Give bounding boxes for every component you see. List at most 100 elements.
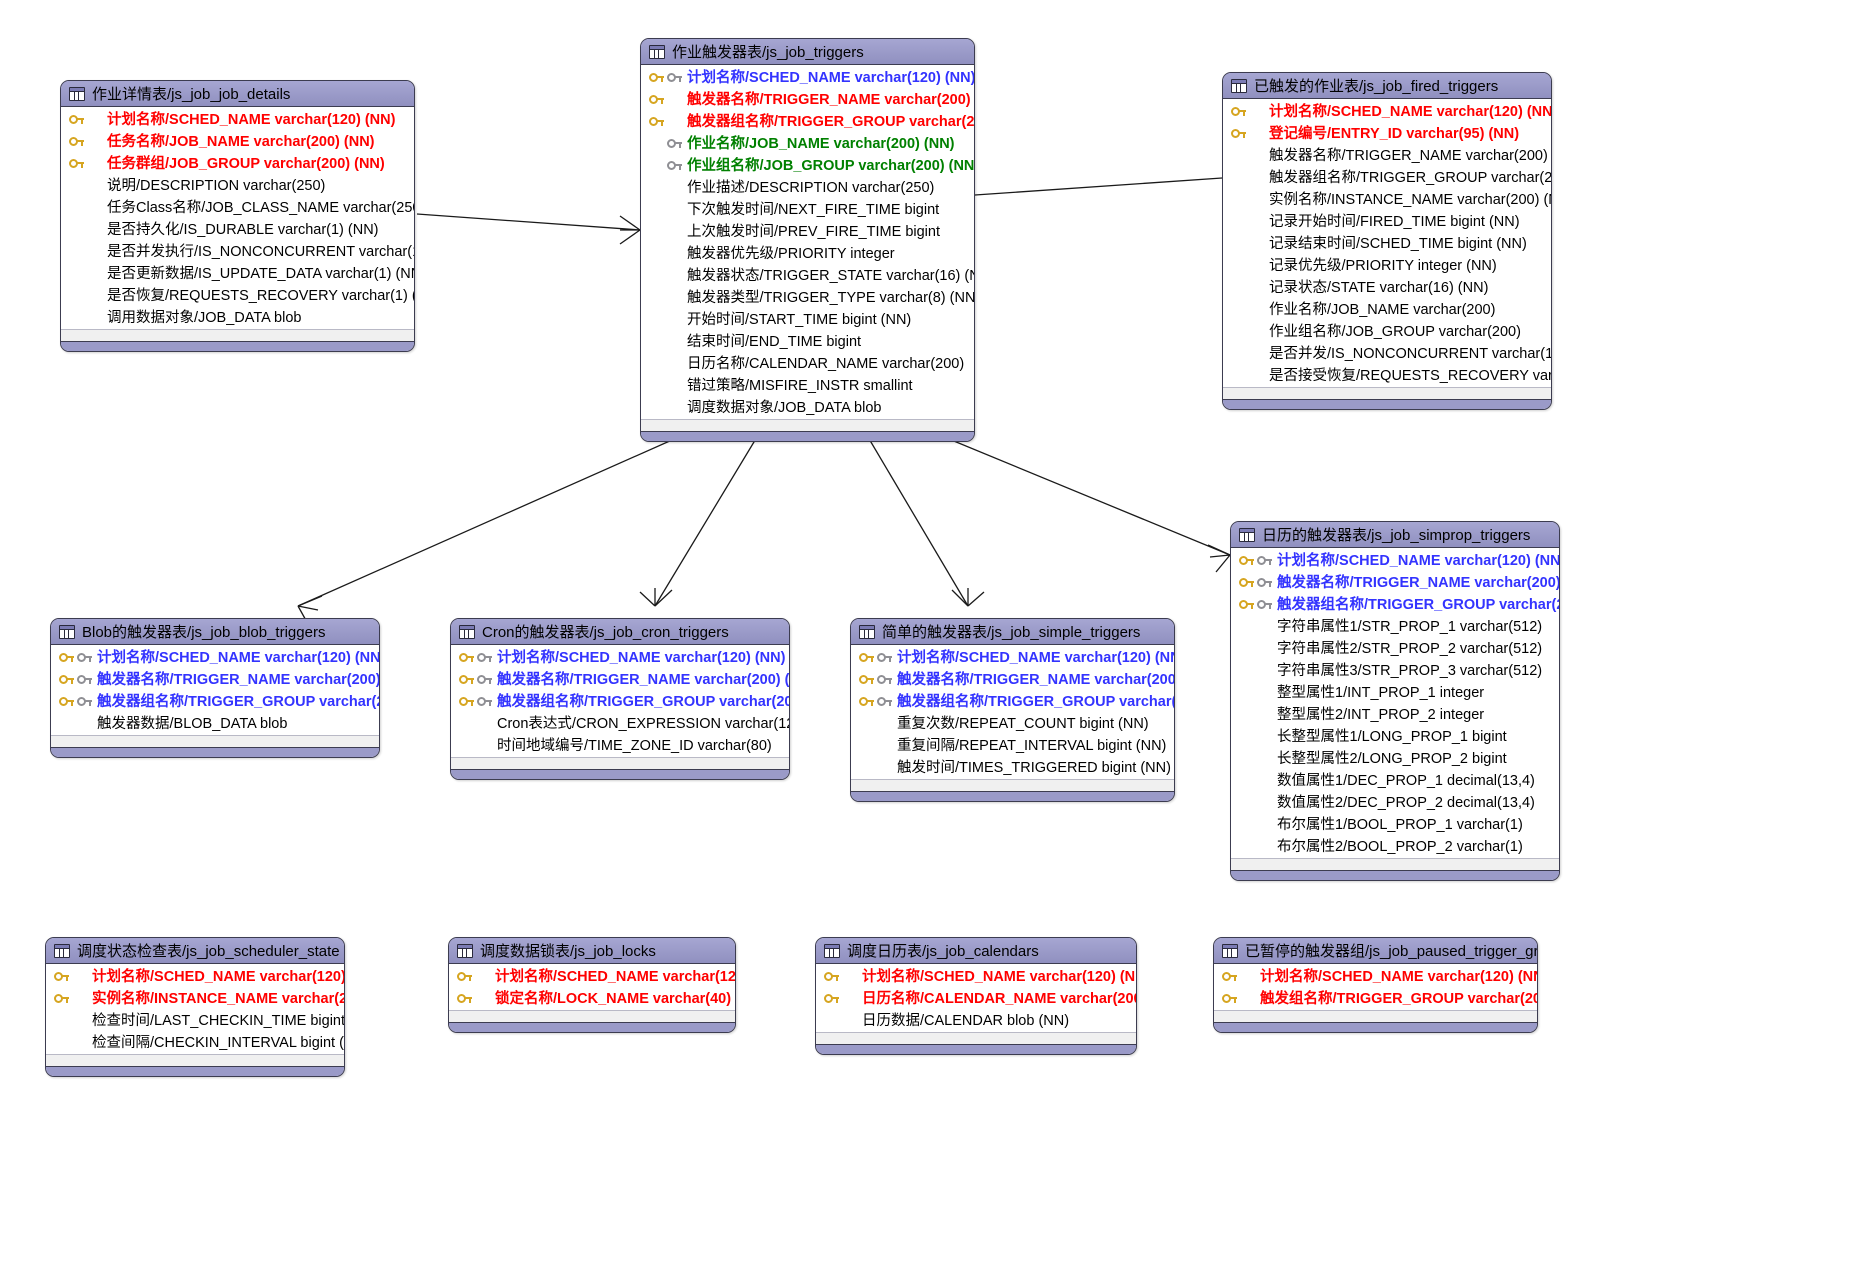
entity-header-locks[interactable]: 调度数据锁表/js_job_locks — [449, 938, 735, 964]
field-row[interactable]: 记录优先级/PRIORITY integer (NN) — [1223, 255, 1551, 277]
field-row[interactable]: 检查间隔/CHECKIN_INTERVAL bigint (NN) — [46, 1032, 344, 1054]
field-row[interactable]: 触发器状态/TRIGGER_STATE varchar(16) (NN) — [641, 265, 974, 287]
field-row[interactable]: 字符串属性1/STR_PROP_1 varchar(512) — [1231, 616, 1559, 638]
field-row[interactable]: 重复间隔/REPEAT_INTERVAL bigint (NN) — [851, 735, 1174, 757]
field-row[interactable]: 触发器组名称/TRIGGER_GROUP varchar(200) (NN) — [1223, 167, 1551, 189]
field-row[interactable]: 作业名称/JOB_NAME varchar(200) — [1223, 299, 1551, 321]
field-row[interactable]: 数值属性2/DEC_PROP_2 decimal(13,4) — [1231, 792, 1559, 814]
field-row[interactable]: 数值属性1/DEC_PROP_1 decimal(13,4) — [1231, 770, 1559, 792]
field-row[interactable]: 登记编号/ENTRY_ID varchar(95) (NN) — [1223, 123, 1551, 145]
field-row[interactable]: 日历数据/CALENDAR blob (NN) — [816, 1010, 1136, 1032]
field-row[interactable]: 计划名称/SCHED_NAME varchar(120) (NN) — [641, 67, 974, 89]
field-row[interactable]: 是否接受恢复/REQUESTS_RECOVERY varchar(1) — [1223, 365, 1551, 387]
field-row[interactable]: 实例名称/INSTANCE_NAME varchar(200) (NN) — [46, 988, 344, 1010]
field-row[interactable]: 上次触发时间/PREV_FIRE_TIME bigint — [641, 221, 974, 243]
field-row[interactable]: 字符串属性2/STR_PROP_2 varchar(512) — [1231, 638, 1559, 660]
field-row[interactable]: 触发器组名称/TRIGGER_GROUP varchar(200) (NN) — [641, 111, 974, 133]
field-row[interactable]: 字符串属性3/STR_PROP_3 varchar(512) — [1231, 660, 1559, 682]
field-row[interactable]: 任务群组/JOB_GROUP varchar(200) (NN) — [61, 153, 414, 175]
field-row[interactable]: 触发器名称/TRIGGER_NAME varchar(200) (NN) — [451, 669, 789, 691]
field-row[interactable]: 触发器名称/TRIGGER_NAME varchar(200) (NN) — [1231, 572, 1559, 594]
field-row[interactable]: 实例名称/INSTANCE_NAME varchar(200) (NN) — [1223, 189, 1551, 211]
field-row[interactable]: 说明/DESCRIPTION varchar(250) — [61, 175, 414, 197]
field-row[interactable]: 是否并发/IS_NONCONCURRENT varchar(1) — [1223, 343, 1551, 365]
field-row[interactable]: 记录结束时间/SCHED_TIME bigint (NN) — [1223, 233, 1551, 255]
field-row[interactable]: 作业组名称/JOB_GROUP varchar(200) — [1223, 321, 1551, 343]
field-row[interactable]: 触发器数据/BLOB_DATA blob — [51, 713, 379, 735]
field-row[interactable]: 记录开始时间/FIRED_TIME bigint (NN) — [1223, 211, 1551, 233]
field-row[interactable]: 布尔属性1/BOOL_PROP_1 varchar(1) — [1231, 814, 1559, 836]
field-row[interactable]: 是否恢复/REQUESTS_RECOVERY varchar(1) (NN) — [61, 285, 414, 307]
field-row[interactable]: 布尔属性2/BOOL_PROP_2 varchar(1) — [1231, 836, 1559, 858]
entity-header-job_details[interactable]: 作业详情表/js_job_job_details — [61, 81, 414, 107]
field-row[interactable]: 作业描述/DESCRIPTION varchar(250) — [641, 177, 974, 199]
field-row[interactable]: 触发器组名称/TRIGGER_GROUP varchar(200) (NN) — [451, 691, 789, 713]
field-row[interactable]: 记录状态/STATE varchar(16) (NN) — [1223, 277, 1551, 299]
entity-header-blob_triggers[interactable]: Blob的触发器表/js_job_blob_triggers — [51, 619, 379, 645]
field-row[interactable]: 触发器名称/TRIGGER_NAME varchar(200) (NN) — [641, 89, 974, 111]
field-row[interactable]: 下次触发时间/NEXT_FIRE_TIME bigint — [641, 199, 974, 221]
field-row[interactable]: 计划名称/SCHED_NAME varchar(120) (NN) — [449, 966, 735, 988]
field-row[interactable]: 计划名称/SCHED_NAME varchar(120) (NN) — [46, 966, 344, 988]
field-row[interactable]: 计划名称/SCHED_NAME varchar(120) (NN) — [1231, 550, 1559, 572]
field-row[interactable]: 计划名称/SCHED_NAME varchar(120) (NN) — [1214, 966, 1537, 988]
field-row[interactable]: 触发器名称/TRIGGER_NAME varchar(200) (NN) — [1223, 145, 1551, 167]
field-row[interactable]: 触发器类型/TRIGGER_TYPE varchar(8) (NN) — [641, 287, 974, 309]
field-row[interactable]: 触发器优先级/PRIORITY integer — [641, 243, 974, 265]
field-row[interactable]: 计划名称/SCHED_NAME varchar(120) (NN) — [51, 647, 379, 669]
field-row[interactable]: 触发器组名称/TRIGGER_GROUP varchar(200) (NN) — [51, 691, 379, 713]
entity-header-scheduler_state[interactable]: 调度状态检查表/js_job_scheduler_state — [46, 938, 344, 964]
field-row[interactable]: 锁定名称/LOCK_NAME varchar(40) (NN) — [449, 988, 735, 1010]
field-row[interactable]: 日历名称/CALENDAR_NAME varchar(200) — [641, 353, 974, 375]
entity-header-simple_triggers[interactable]: 简单的触发器表/js_job_simple_triggers — [851, 619, 1174, 645]
field-row[interactable]: 作业组名称/JOB_GROUP varchar(200) (NN) — [641, 155, 974, 177]
field-row[interactable]: 计划名称/SCHED_NAME varchar(120) (NN) — [816, 966, 1136, 988]
entity-header-triggers[interactable]: 作业触发器表/js_job_triggers — [641, 39, 974, 65]
field-row[interactable]: 长整型属性1/LONG_PROP_1 bigint — [1231, 726, 1559, 748]
field-row[interactable]: 触发组名称/TRIGGER_GROUP varchar(200) (NN) — [1214, 988, 1537, 1010]
field-row[interactable]: 错过策略/MISFIRE_INSTR smallint — [641, 375, 974, 397]
field-row[interactable]: 检查时间/LAST_CHECKIN_TIME bigint (NN) — [46, 1010, 344, 1032]
field-row[interactable]: 重复次数/REPEAT_COUNT bigint (NN) — [851, 713, 1174, 735]
field-row[interactable]: 作业名称/JOB_NAME varchar(200) (NN) — [641, 133, 974, 155]
field-row[interactable]: 是否持久化/IS_DURABLE varchar(1) (NN) — [61, 219, 414, 241]
field-row[interactable]: 结束时间/END_TIME bigint — [641, 331, 974, 353]
entity-header-cron_triggers[interactable]: Cron的触发器表/js_job_cron_triggers — [451, 619, 789, 645]
field-row[interactable]: 触发器组名称/TRIGGER_GROUP varchar(200) (NN) — [1231, 594, 1559, 616]
field-row[interactable]: 整型属性2/INT_PROP_2 integer — [1231, 704, 1559, 726]
field-row[interactable]: 任务名称/JOB_NAME varchar(200) (NN) — [61, 131, 414, 153]
field-row[interactable]: 触发器名称/TRIGGER_NAME varchar(200) (NN) — [51, 669, 379, 691]
entity-header-fired_triggers[interactable]: 已触发的作业表/js_job_fired_triggers — [1223, 73, 1551, 99]
field-row[interactable]: 调用数据对象/JOB_DATA blob — [61, 307, 414, 329]
field-row[interactable]: 计划名称/SCHED_NAME varchar(120) (NN) — [1223, 101, 1551, 123]
field-row[interactable]: 触发器名称/TRIGGER_NAME varchar(200) (NN) — [851, 669, 1174, 691]
field-row[interactable]: 长整型属性2/LONG_PROP_2 bigint — [1231, 748, 1559, 770]
field-row[interactable]: 日历名称/CALENDAR_NAME varchar(200) (NN) — [816, 988, 1136, 1010]
field-row[interactable]: 触发时间/TIMES_TRIGGERED bigint (NN) — [851, 757, 1174, 779]
entity-header-simprop_triggers[interactable]: 日历的触发器表/js_job_simprop_triggers — [1231, 522, 1559, 548]
entity-header-paused_trigger_grps[interactable]: 已暂停的触发器组/js_job_paused_trigger_grps — [1214, 938, 1537, 964]
field-row[interactable]: 是否并发执行/IS_NONCONCURRENT varchar(1) (NN) — [61, 241, 414, 263]
field-row[interactable]: 整型属性1/INT_PROP_1 integer — [1231, 682, 1559, 704]
field-row[interactable]: 是否更新数据/IS_UPDATE_DATA varchar(1) (NN) — [61, 263, 414, 285]
field-row[interactable]: 计划名称/SCHED_NAME varchar(120) (NN) — [61, 109, 414, 131]
field-row[interactable]: 时间地域编号/TIME_ZONE_ID varchar(80) — [451, 735, 789, 757]
field-row[interactable]: 任务Class名称/JOB_CLASS_NAME varchar(250) (N… — [61, 197, 414, 219]
field-row[interactable]: 开始时间/START_TIME bigint (NN) — [641, 309, 974, 331]
field-row[interactable]: 调度数据对象/JOB_DATA blob — [641, 397, 974, 419]
field-row[interactable]: 计划名称/SCHED_NAME varchar(120) (NN) — [851, 647, 1174, 669]
field-row[interactable]: Cron表达式/CRON_EXPRESSION varchar(120) (NN… — [451, 713, 789, 735]
field-row[interactable]: 触发器组名称/TRIGGER_GROUP varchar(200) (NN) — [851, 691, 1174, 713]
field-row[interactable]: 计划名称/SCHED_NAME varchar(120) (NN) — [451, 647, 789, 669]
